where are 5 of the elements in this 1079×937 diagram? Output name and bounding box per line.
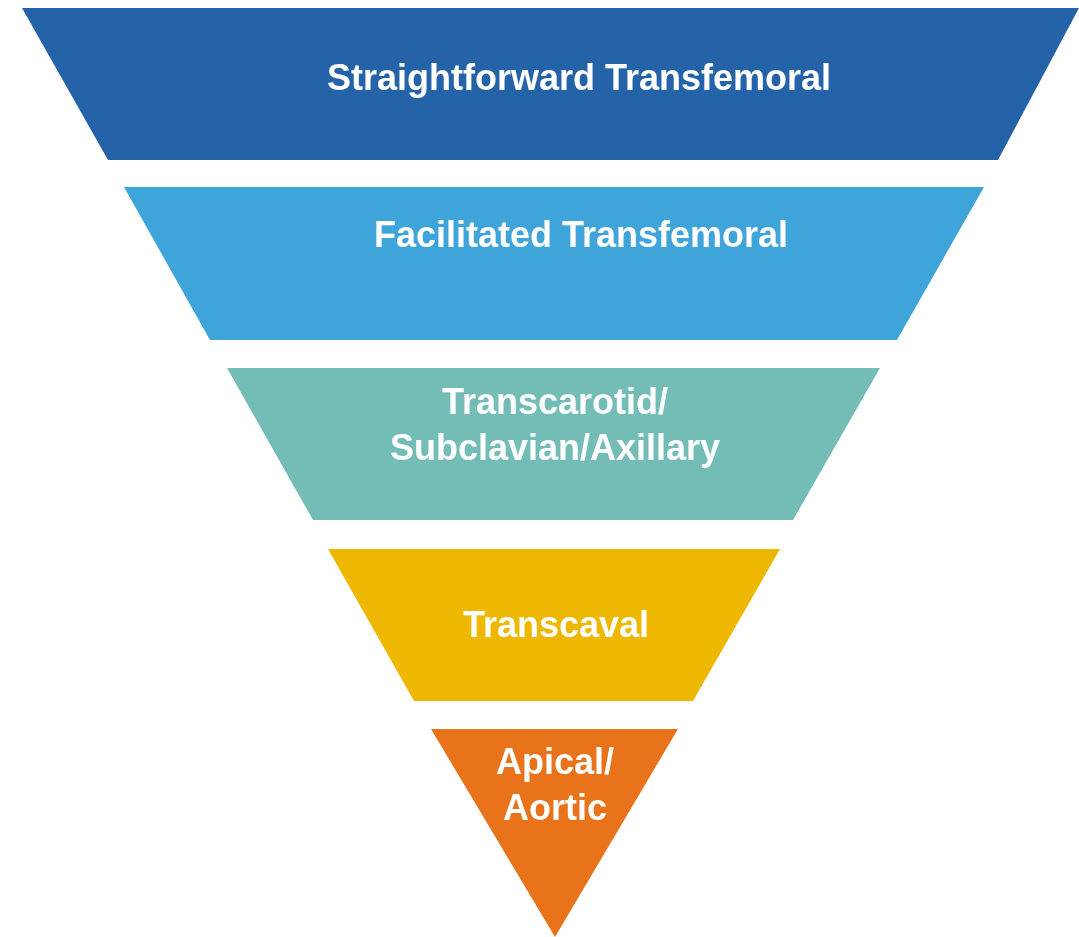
band-label: Transcaval: [461, 603, 651, 647]
band-label: Apical/ Aortic: [494, 740, 615, 830]
band-label: Transcarotid/ Subclavian/Axillary: [388, 380, 722, 470]
band-label: Facilitated Transfemoral: [372, 213, 790, 257]
band-label: Straightforward Transfemoral: [325, 56, 833, 100]
